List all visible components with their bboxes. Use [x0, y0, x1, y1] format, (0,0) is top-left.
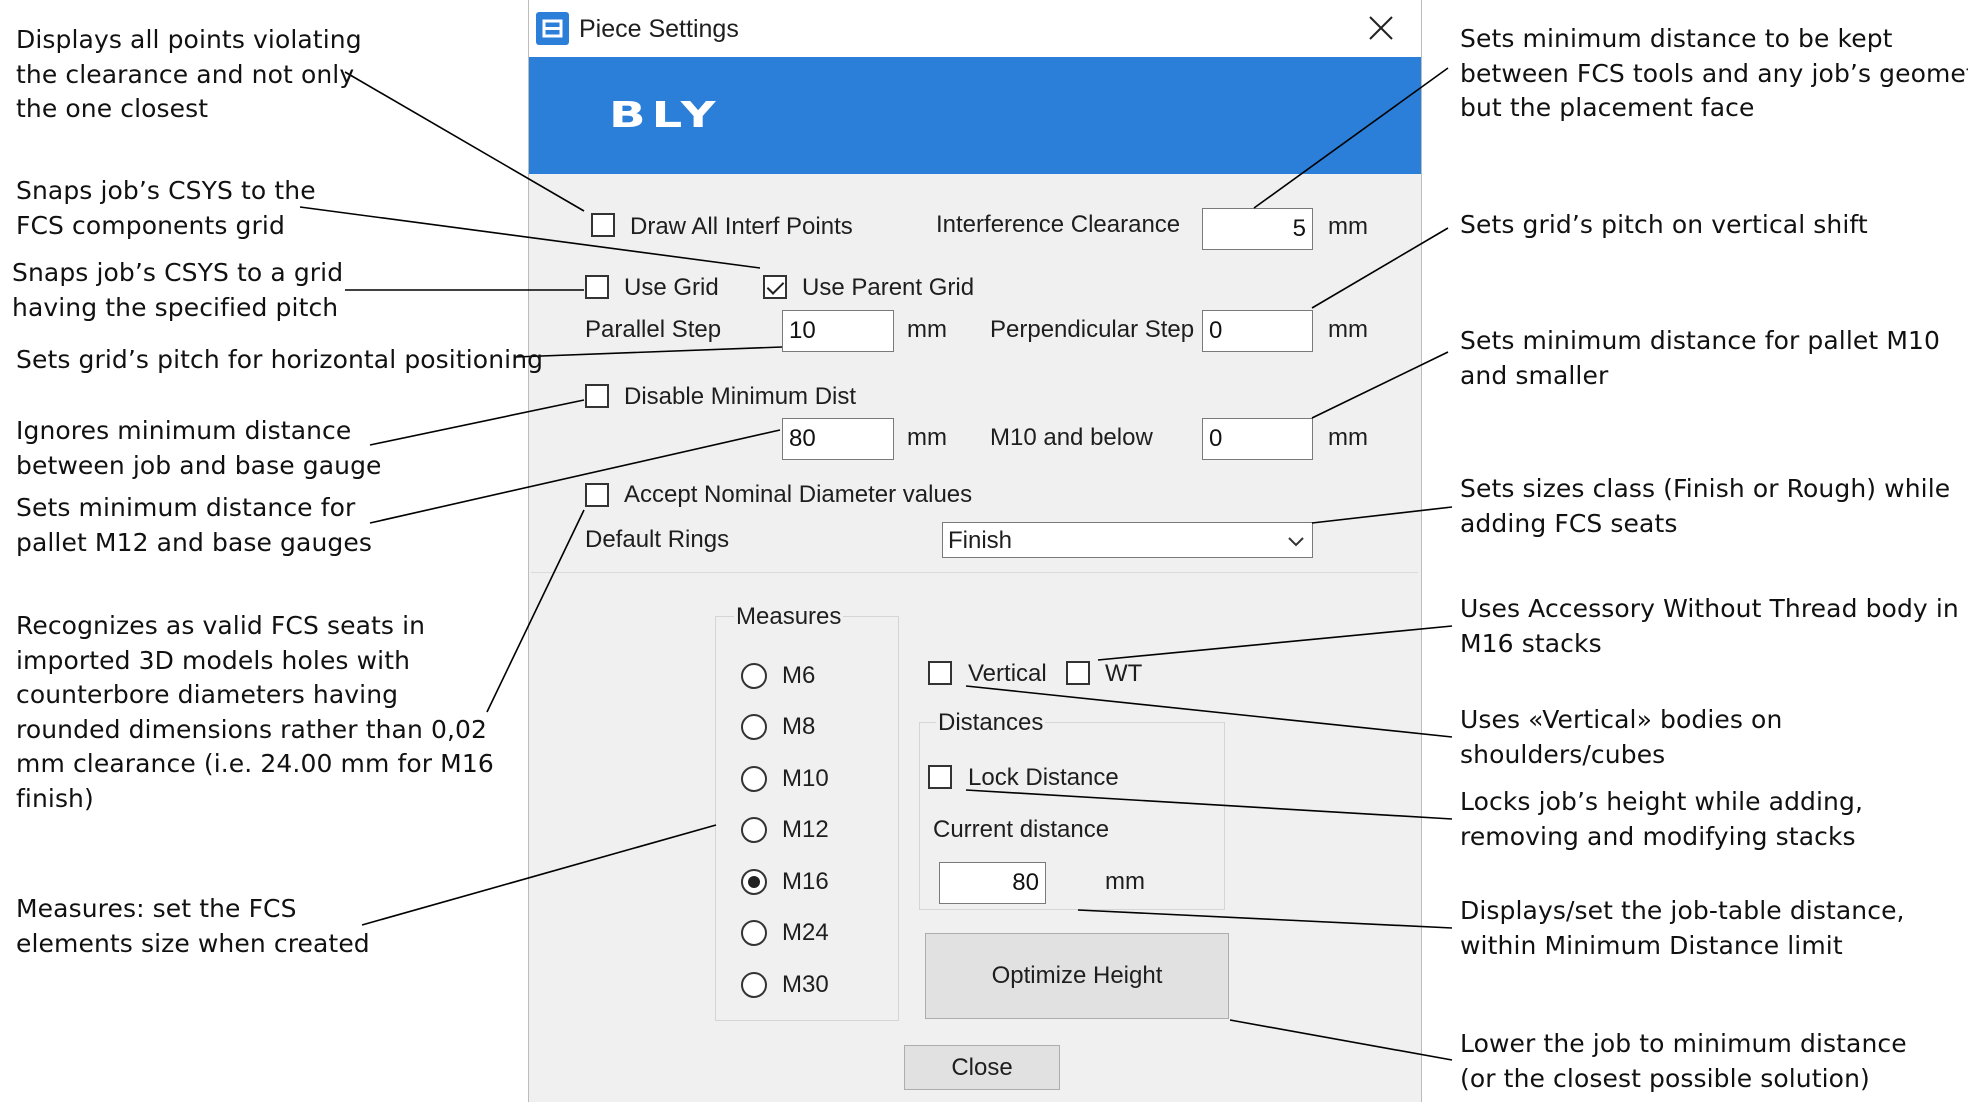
min-dist-input[interactable]: 80 — [782, 418, 894, 460]
vertical-label: Vertical — [968, 660, 1047, 687]
radio-m16-label: M16 — [782, 868, 829, 895]
current-distance-input[interactable]: 80 — [939, 862, 1046, 904]
annotation-optimize-height: Lower the job to minimum distance (or th… — [1460, 1029, 1907, 1093]
app-icon — [536, 12, 569, 45]
chevron-down-icon — [1286, 531, 1306, 551]
draw-all-interf-points-checkbox[interactable] — [591, 213, 615, 237]
interference-clearance-unit: mm — [1328, 213, 1368, 240]
annotation-draw-all-interf-points: Displays all points violating the cleara… — [16, 25, 362, 123]
perpendicular-step-unit: mm — [1328, 316, 1368, 343]
disable-minimum-dist-label: Disable Minimum Dist — [624, 383, 857, 410]
bly-logo: BLY — [609, 94, 722, 136]
lock-distance-label: Lock Distance — [968, 764, 1119, 791]
annotation-wt: Uses Accessory Without Thread body in M1… — [1460, 594, 1959, 658]
close-button[interactable]: Close — [904, 1045, 1060, 1090]
perpendicular-step-label: Perpendicular Step — [990, 316, 1195, 343]
banner: BLY — [529, 57, 1421, 174]
current-distance-label: Current distance — [933, 816, 1110, 843]
use-parent-grid-label: Use Parent Grid — [802, 274, 975, 301]
annotation-accept-nominal-diameter: Recognizes as valid FCS seats in importe… — [16, 611, 494, 813]
annotation-perpendicular-step: Sets grid’s pitch on vertical shift — [1460, 210, 1868, 239]
measures-title: Measures — [734, 603, 844, 631]
radio-m30[interactable] — [741, 972, 767, 998]
annotation-use-grid: Snaps job’s CSYS to a grid having the sp… — [12, 258, 344, 322]
radio-m10-label: M10 — [782, 765, 829, 792]
use-grid-label: Use Grid — [624, 274, 719, 301]
annotation-disable-minimum-dist: Ignores minimum distance between job and… — [16, 416, 382, 480]
radio-m6-label: M6 — [782, 662, 816, 689]
perpendicular-step-input[interactable]: 0 — [1202, 310, 1313, 352]
distances-title: Distances — [936, 709, 1046, 737]
optimize-height-button[interactable]: Optimize Height — [925, 933, 1229, 1019]
radio-m8-label: M8 — [782, 713, 816, 740]
use-parent-grid-checkbox[interactable] — [763, 275, 787, 299]
radio-m6[interactable] — [741, 663, 767, 689]
close-icon[interactable] — [1367, 14, 1395, 42]
min-dist-unit: mm — [907, 424, 947, 451]
radio-m12-label: M12 — [782, 816, 829, 843]
radio-m24-label: M24 — [782, 919, 829, 946]
radio-m16[interactable] — [741, 869, 767, 895]
interference-clearance-label: Interference Clearance — [936, 211, 1181, 238]
annotation-min-dist: Sets minimum distance for pallet M12 and… — [16, 493, 372, 557]
radio-m30-label: M30 — [782, 971, 829, 998]
default-rings-label: Default Rings — [585, 526, 730, 553]
default-rings-select[interactable]: Finish — [942, 522, 1313, 558]
parallel-step-input[interactable]: 10 — [782, 310, 894, 352]
m10-and-below-label: M10 and below — [990, 424, 1153, 451]
use-grid-checkbox[interactable] — [585, 275, 609, 299]
m10-and-below-unit: mm — [1328, 424, 1368, 451]
dialog-title: Piece Settings — [579, 15, 739, 43]
lock-distance-checkbox[interactable] — [928, 765, 952, 789]
title-bar: Piece Settings — [529, 0, 1421, 57]
accept-nominal-diameter-checkbox[interactable] — [585, 483, 609, 507]
parallel-step-unit: mm — [907, 316, 947, 343]
annotation-vertical: Uses «Vertical» bodies on shoulders/cube… — [1460, 705, 1783, 769]
vertical-checkbox[interactable] — [928, 661, 952, 685]
annotation-lock-distance: Locks job’s height while adding, removin… — [1460, 787, 1864, 851]
radio-m24[interactable] — [741, 920, 767, 946]
annotation-m10-and-below: Sets minimum distance for pallet M10 and… — [1460, 326, 1941, 390]
annotation-interference-clearance: Sets minimum distance to be kept between… — [1460, 24, 1968, 122]
wt-label: WT — [1105, 660, 1143, 687]
radio-m12[interactable] — [741, 817, 767, 843]
draw-all-interf-points-label: Draw All Interf Points — [630, 213, 853, 240]
m10-and-below-input[interactable]: 0 — [1202, 418, 1313, 460]
piece-settings-dialog: Piece Settings BLY Draw All Interf Point… — [528, 0, 1422, 1102]
annotation-measures: Measures: set the FCS elements size when… — [16, 894, 370, 958]
annotation-current-distance: Displays/set the job-table distance, wit… — [1460, 896, 1905, 960]
wt-checkbox[interactable] — [1066, 661, 1090, 685]
annotation-default-rings: Sets sizes class (Finish or Rough) while… — [1460, 474, 1951, 538]
current-distance-unit: mm — [1105, 868, 1145, 895]
radio-m10[interactable] — [741, 766, 767, 792]
interference-clearance-input[interactable]: 5 — [1202, 208, 1313, 250]
disable-minimum-dist-checkbox[interactable] — [585, 384, 609, 408]
parallel-step-label: Parallel Step — [585, 316, 722, 343]
accept-nominal-diameter-label: Accept Nominal Diameter values — [624, 481, 973, 508]
annotation-use-parent-grid: Snaps job’s CSYS to the FCS components g… — [16, 176, 316, 240]
radio-m8[interactable] — [741, 714, 767, 740]
default-rings-value: Finish — [948, 527, 1013, 554]
lower-panel — [531, 572, 1418, 1103]
annotation-parallel-step: Sets grid’s pitch for horizontal positio… — [16, 345, 544, 374]
